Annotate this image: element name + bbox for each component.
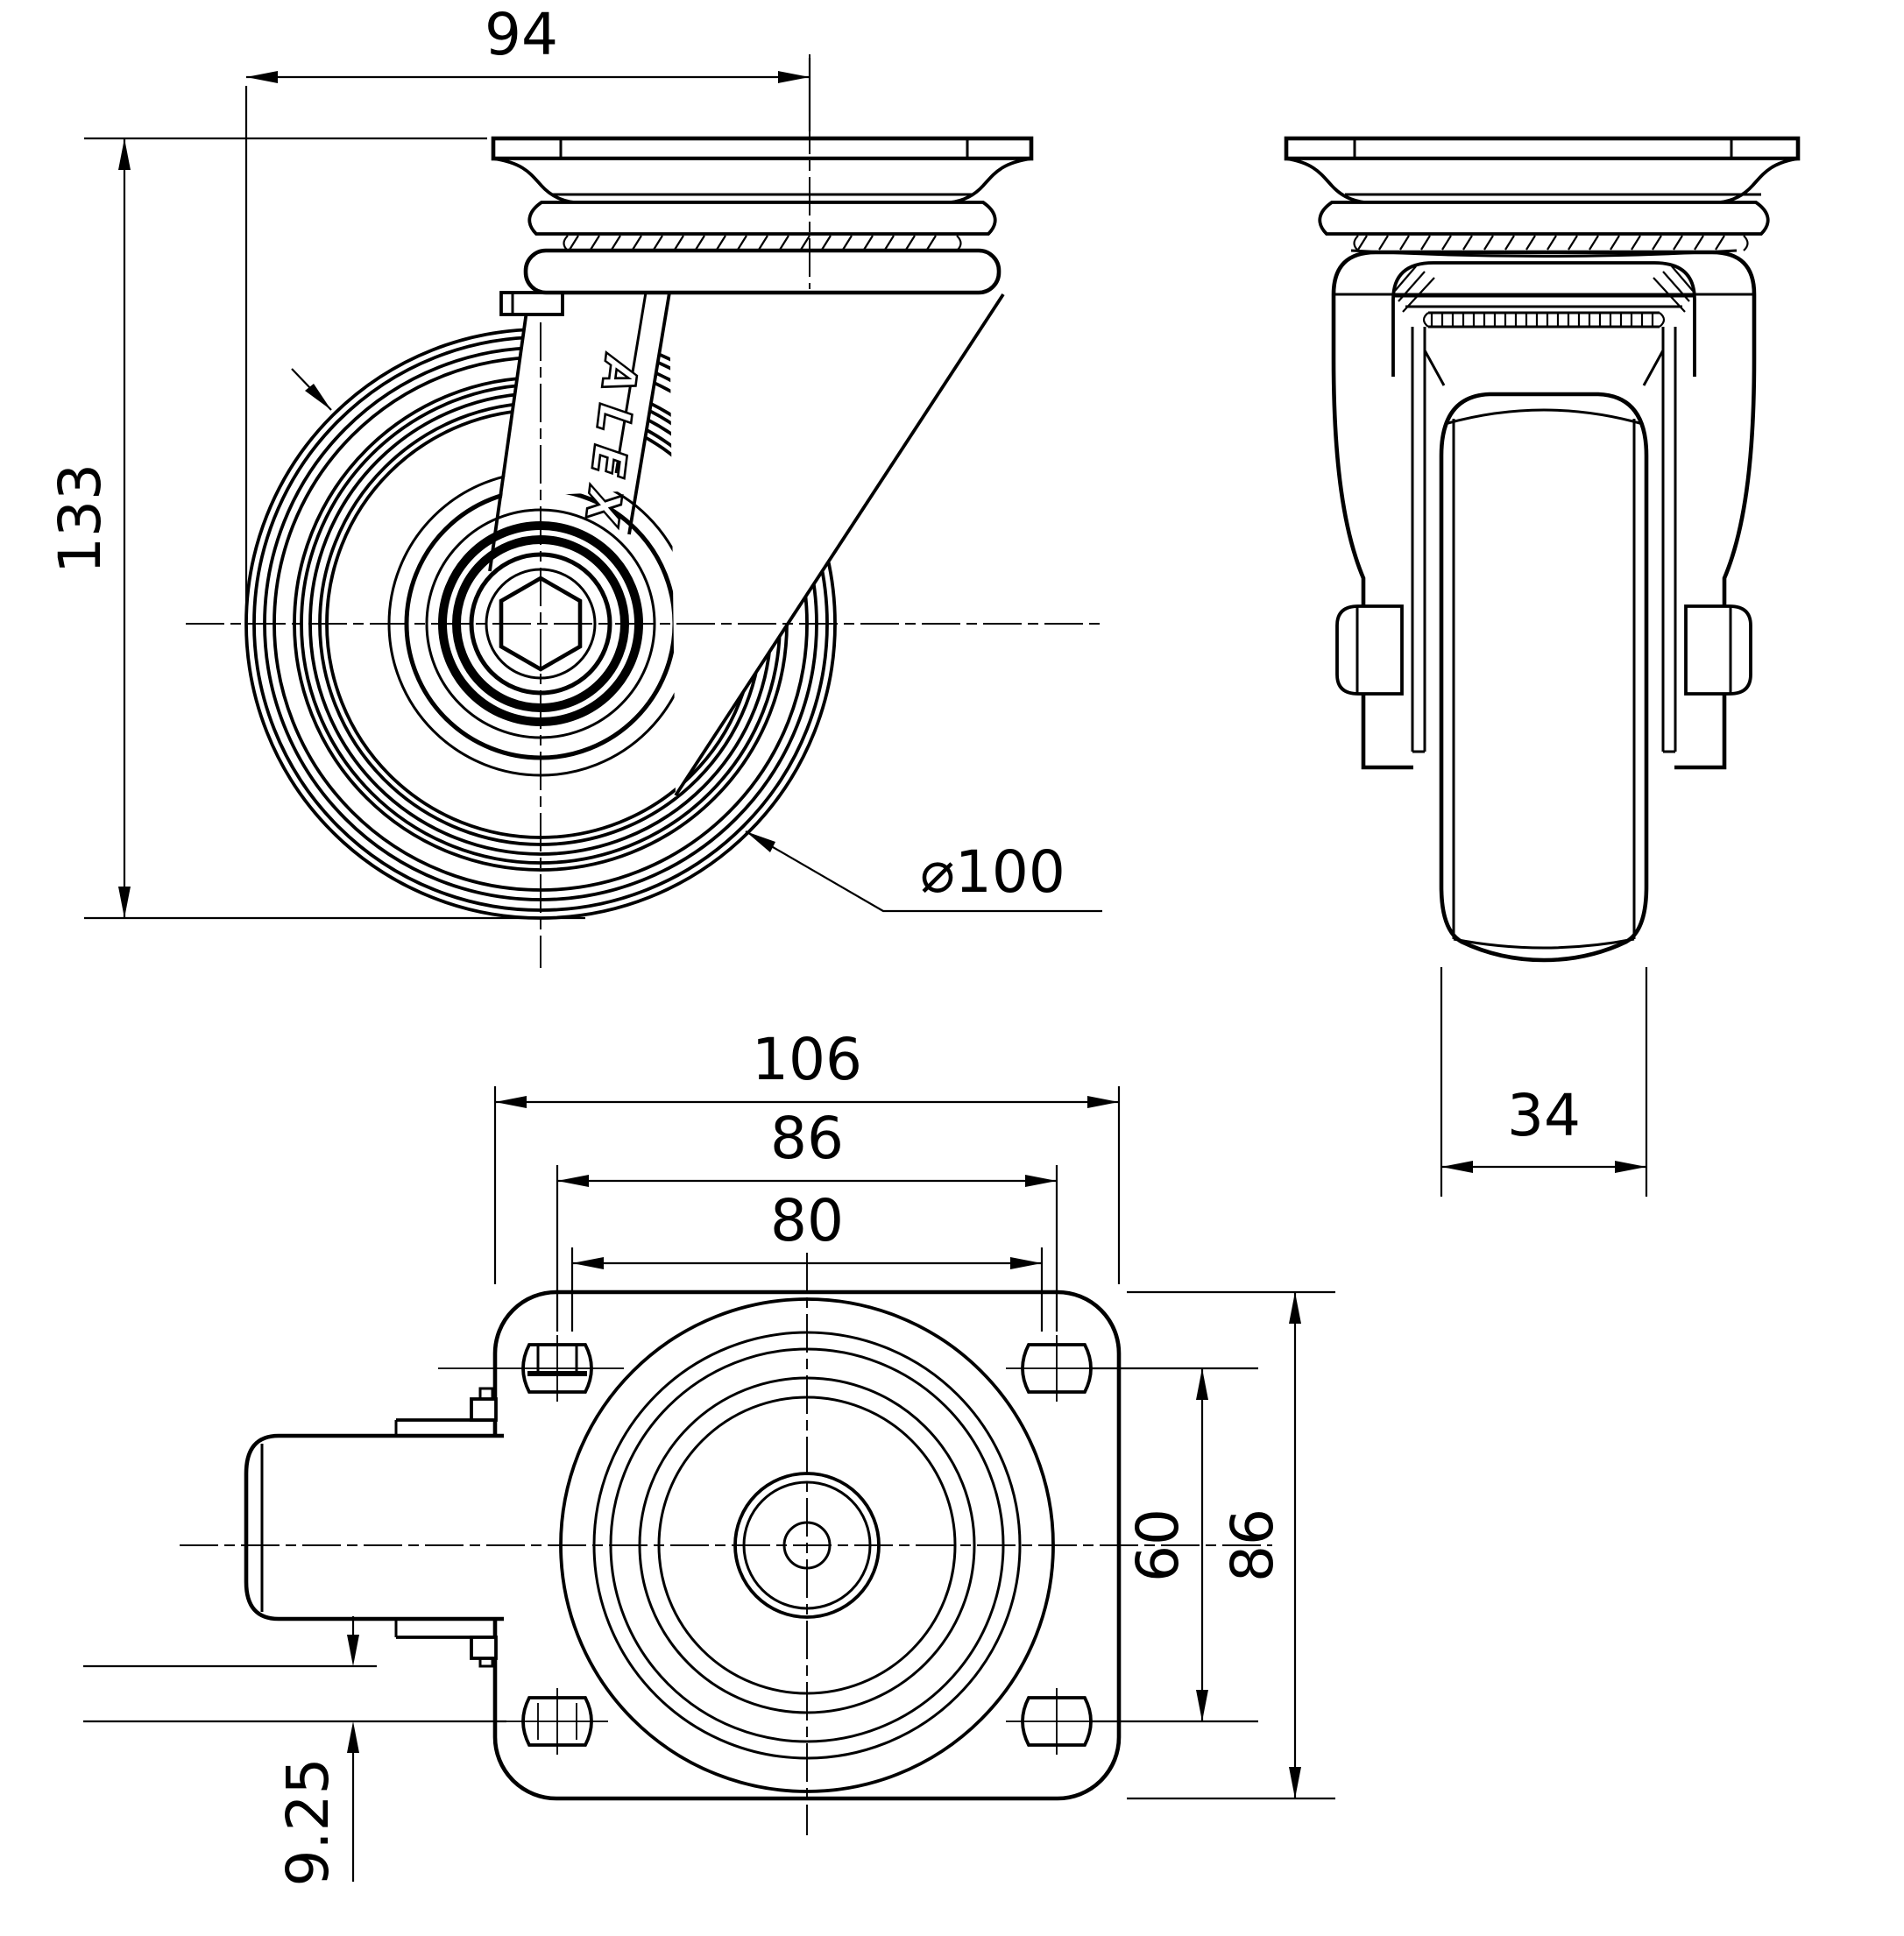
bolt-slot-bottom-left <box>506 1688 608 1755</box>
dim-86h-label: 86 <box>770 1105 844 1172</box>
front-centerlines <box>186 54 1106 968</box>
dimension-86-horizontal: 86 <box>556 1105 1058 1332</box>
dimension-60: 60 <box>1092 1367 1258 1723</box>
top-plate-side <box>1284 136 1801 258</box>
dim-106-label: 106 <box>752 1026 862 1093</box>
front-view: ALEX 94 <box>46 1 1106 968</box>
plan-view: 106 86 80 60 <box>83 1026 1335 1886</box>
plan-centerlines <box>180 1253 1272 1835</box>
dimension-94: 94 <box>244 1 811 645</box>
brand-logo: ALEX <box>574 349 647 545</box>
wheel-plan <box>244 1387 504 1668</box>
axle-nuts-side <box>1335 604 1752 696</box>
dimension-86-vertical: 86 <box>1127 1290 1335 1800</box>
top-plate-front <box>491 136 1034 295</box>
swivel-housing-side <box>1331 250 1757 770</box>
dim-80-label: 80 <box>770 1187 844 1254</box>
tread-leader-arrow <box>291 368 332 411</box>
dimension-133: 133 <box>46 137 585 920</box>
dim-925-label: 9.25 <box>274 1758 342 1887</box>
bolt-slot-top-right <box>1006 1335 1093 1402</box>
dimension-9-25: 9.25 <box>83 1616 506 1886</box>
fork-leg <box>488 255 733 572</box>
dimension-34: 34 <box>1440 967 1648 1197</box>
dim-34-label: 34 <box>1507 1082 1581 1149</box>
wheel-side <box>1439 392 1649 963</box>
dim-94-label: 94 <box>485 1 558 68</box>
dimension-wheel-diameter: ⌀100 <box>745 830 1102 913</box>
bolt-slot-top-left <box>438 1335 624 1402</box>
dimension-80: 80 <box>570 1187 1044 1332</box>
dimension-106: 106 <box>493 1026 1121 1284</box>
dim-133-label: 133 <box>46 463 114 574</box>
dim-diameter-label: ⌀100 <box>920 838 1065 906</box>
bolt-slot-bottom-right <box>1006 1688 1093 1755</box>
dim-60-label: 60 <box>1124 1509 1192 1582</box>
side-view: 34 <box>1284 136 1801 1197</box>
dim-86v-label: 86 <box>1219 1509 1286 1582</box>
fork-gusset <box>669 293 1005 797</box>
